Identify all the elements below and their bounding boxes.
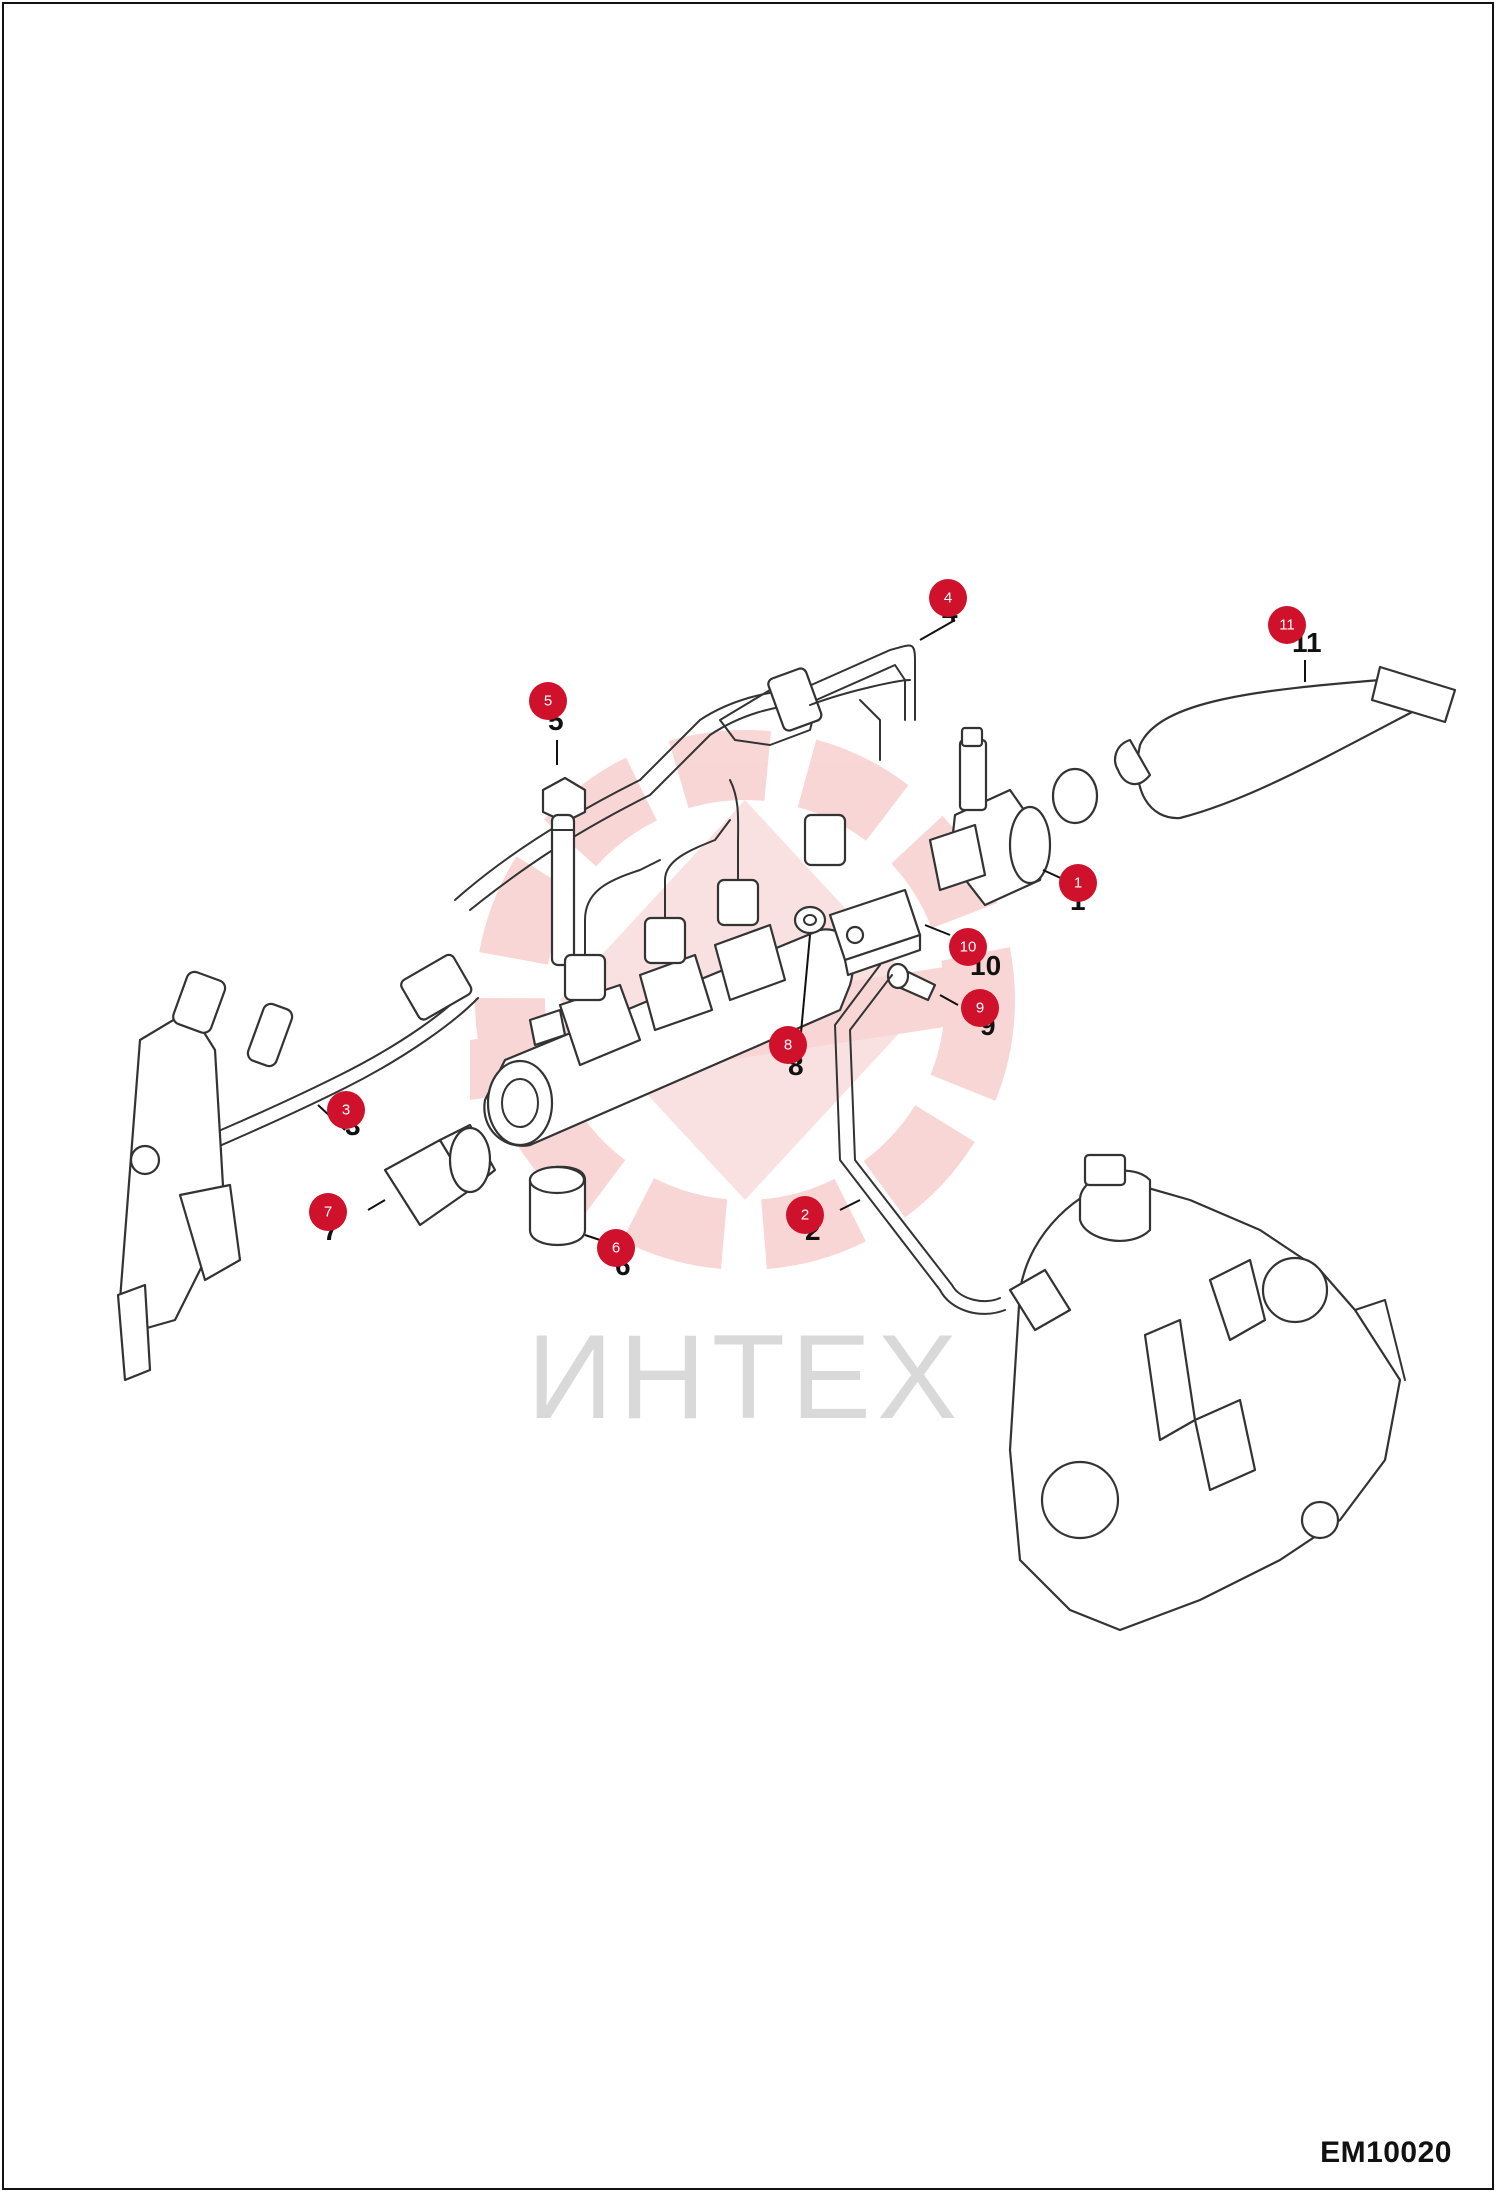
part-fuel-rail: [483, 779, 855, 1147]
part-6-sleeve: [528, 1165, 587, 1247]
callout-4[interactable]: 4: [929, 579, 967, 617]
svg-text:3: 3: [342, 1102, 350, 1119]
part-11-tube: [1051, 665, 1457, 825]
svg-text:4: 4: [944, 590, 952, 607]
callout-3[interactable]: 3: [327, 1091, 365, 1129]
svg-text:7: 7: [324, 1204, 332, 1221]
part-high-pressure-pump: [1008, 1153, 1406, 1632]
svg-text:5: 5: [544, 693, 552, 710]
part-10-bracket: [828, 888, 922, 977]
callout-9[interactable]: 9: [961, 989, 999, 1027]
callout-markers[interactable]: 1 2 3 4 5 6 7 8: [309, 579, 1306, 1267]
part-5-bolt: [541, 776, 587, 967]
callout-2[interactable]: 2: [786, 1196, 824, 1234]
svg-text:10: 10: [960, 939, 977, 956]
watermark-text: ИНТЕХ: [527, 1310, 963, 1444]
drawing-code: EM10020: [1320, 2136, 1452, 2169]
callout-5[interactable]: 5: [529, 682, 567, 720]
callout-1[interactable]: 1: [1059, 864, 1097, 902]
svg-text:1: 1: [1074, 875, 1082, 892]
part-7-sensor: [383, 1123, 497, 1227]
part-2-pump-line: [834, 964, 1006, 1315]
part-8-washer: [793, 905, 827, 935]
part-injector: [116, 970, 294, 1382]
part-4-injector-lines: [454, 644, 916, 911]
callout-11[interactable]: 11: [1268, 606, 1306, 644]
svg-text:11: 11: [1279, 617, 1295, 634]
svg-text:2: 2: [801, 1207, 809, 1224]
svg-text:8: 8: [784, 1037, 792, 1054]
part-1-pressure-valve: [928, 726, 1052, 907]
svg-text:6: 6: [612, 1240, 620, 1257]
callout-7[interactable]: 7: [309, 1193, 347, 1231]
callout-6[interactable]: 6: [597, 1229, 635, 1267]
callout-8[interactable]: 8: [769, 1026, 807, 1064]
svg-text:9: 9: [976, 1000, 984, 1017]
part-9-screw: [886, 962, 937, 1002]
callout-10[interactable]: 10: [949, 928, 987, 966]
